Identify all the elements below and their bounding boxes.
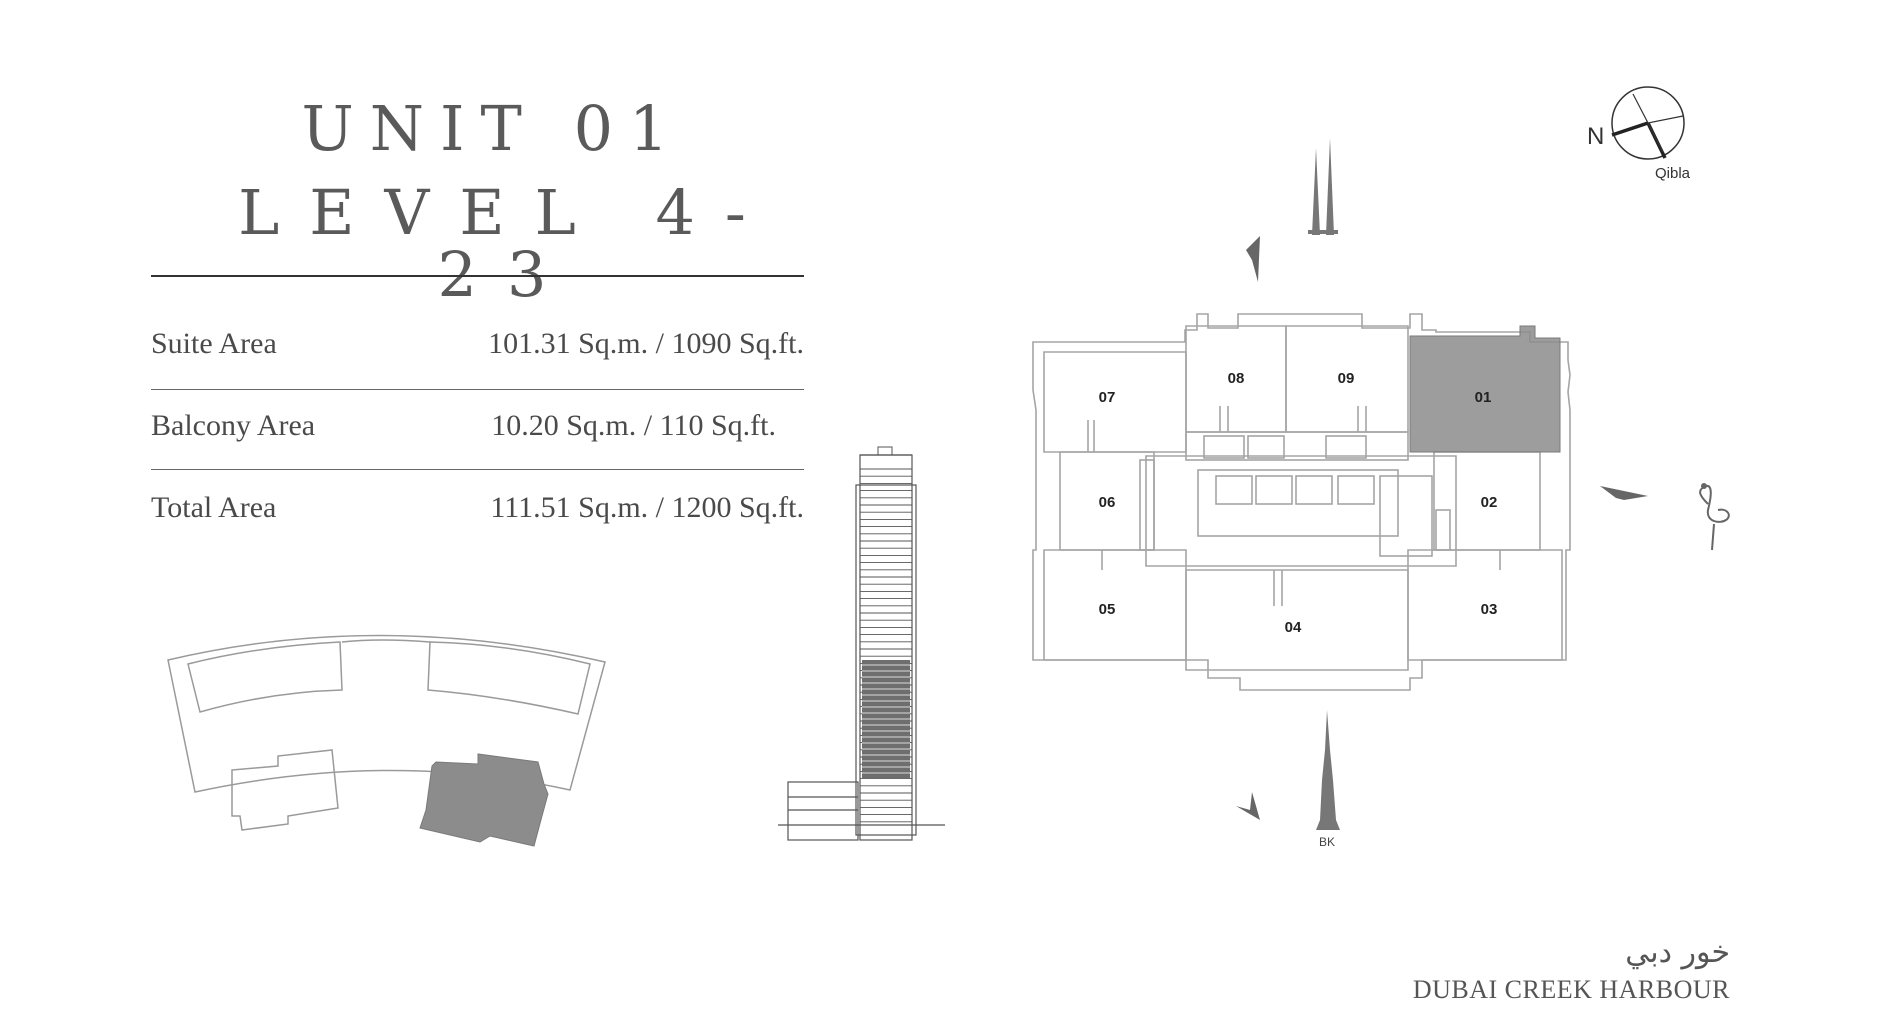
highlighted-unit xyxy=(1409,325,1561,453)
flamingo-icon xyxy=(1699,483,1730,551)
suite-area-label: Suite Area xyxy=(151,327,277,360)
unit-label: 09 xyxy=(1338,370,1355,387)
unit-label: 08 xyxy=(1228,370,1245,387)
unit-label: 03 xyxy=(1481,601,1498,618)
row-divider xyxy=(151,389,804,390)
total-area-label: Total Area xyxy=(151,491,277,524)
unit-label: 02 xyxy=(1481,494,1498,511)
unit-title: UNIT 01 xyxy=(301,92,685,165)
north-label: N xyxy=(1587,123,1604,150)
unit-label: 04 xyxy=(1285,619,1302,636)
row-divider xyxy=(151,469,804,470)
unit-label: 07 xyxy=(1099,389,1116,406)
unit-label: 05 xyxy=(1099,601,1116,618)
compass: N Qibla xyxy=(1587,86,1691,182)
floor-plan: BK 01 02 xyxy=(1032,138,1730,849)
balcony-area-row: Balcony Area 10.20 Sq.m. / 110 Sq.ft. xyxy=(151,409,804,443)
unit-label: 01 xyxy=(1475,389,1492,406)
total-area-row: Total Area 111.51 Sq.m. / 1200 Sq.ft. xyxy=(151,491,804,525)
highlighted-tower xyxy=(419,753,549,847)
heading-divider xyxy=(151,275,804,277)
balcony-area-value: 10.20 Sq.m. / 110 Sq.ft. xyxy=(491,409,776,442)
unit-label: 06 xyxy=(1099,494,1116,511)
balcony-area-label: Balcony Area xyxy=(151,409,316,442)
level-title: LEVEL 4-23 xyxy=(238,176,776,311)
landmark-label: BK xyxy=(1319,835,1335,849)
suite-area-value: 101.31 Sq.m. / 1090 Sq.ft. xyxy=(488,327,804,360)
tower-elevation xyxy=(778,446,945,841)
arrow-east-icon xyxy=(1600,486,1648,500)
brand-logo-english: DUBAI CREEK HARBOUR xyxy=(1412,975,1730,1004)
burj-khalifa-icon xyxy=(1316,710,1340,830)
suite-area-row: Suite Area 101.31 Sq.m. / 1090 Sq.ft. xyxy=(151,327,804,361)
arrow-north-icon xyxy=(1246,236,1260,282)
twin-towers-icon xyxy=(1308,138,1338,235)
key-plan xyxy=(167,634,606,847)
brand-logo-arabic: خور دبي xyxy=(1625,935,1730,970)
qibla-label: Qibla xyxy=(1655,165,1691,182)
arrow-south-icon xyxy=(1236,792,1260,820)
total-area-value: 111.51 Sq.m. / 1200 Sq.ft. xyxy=(490,491,804,524)
